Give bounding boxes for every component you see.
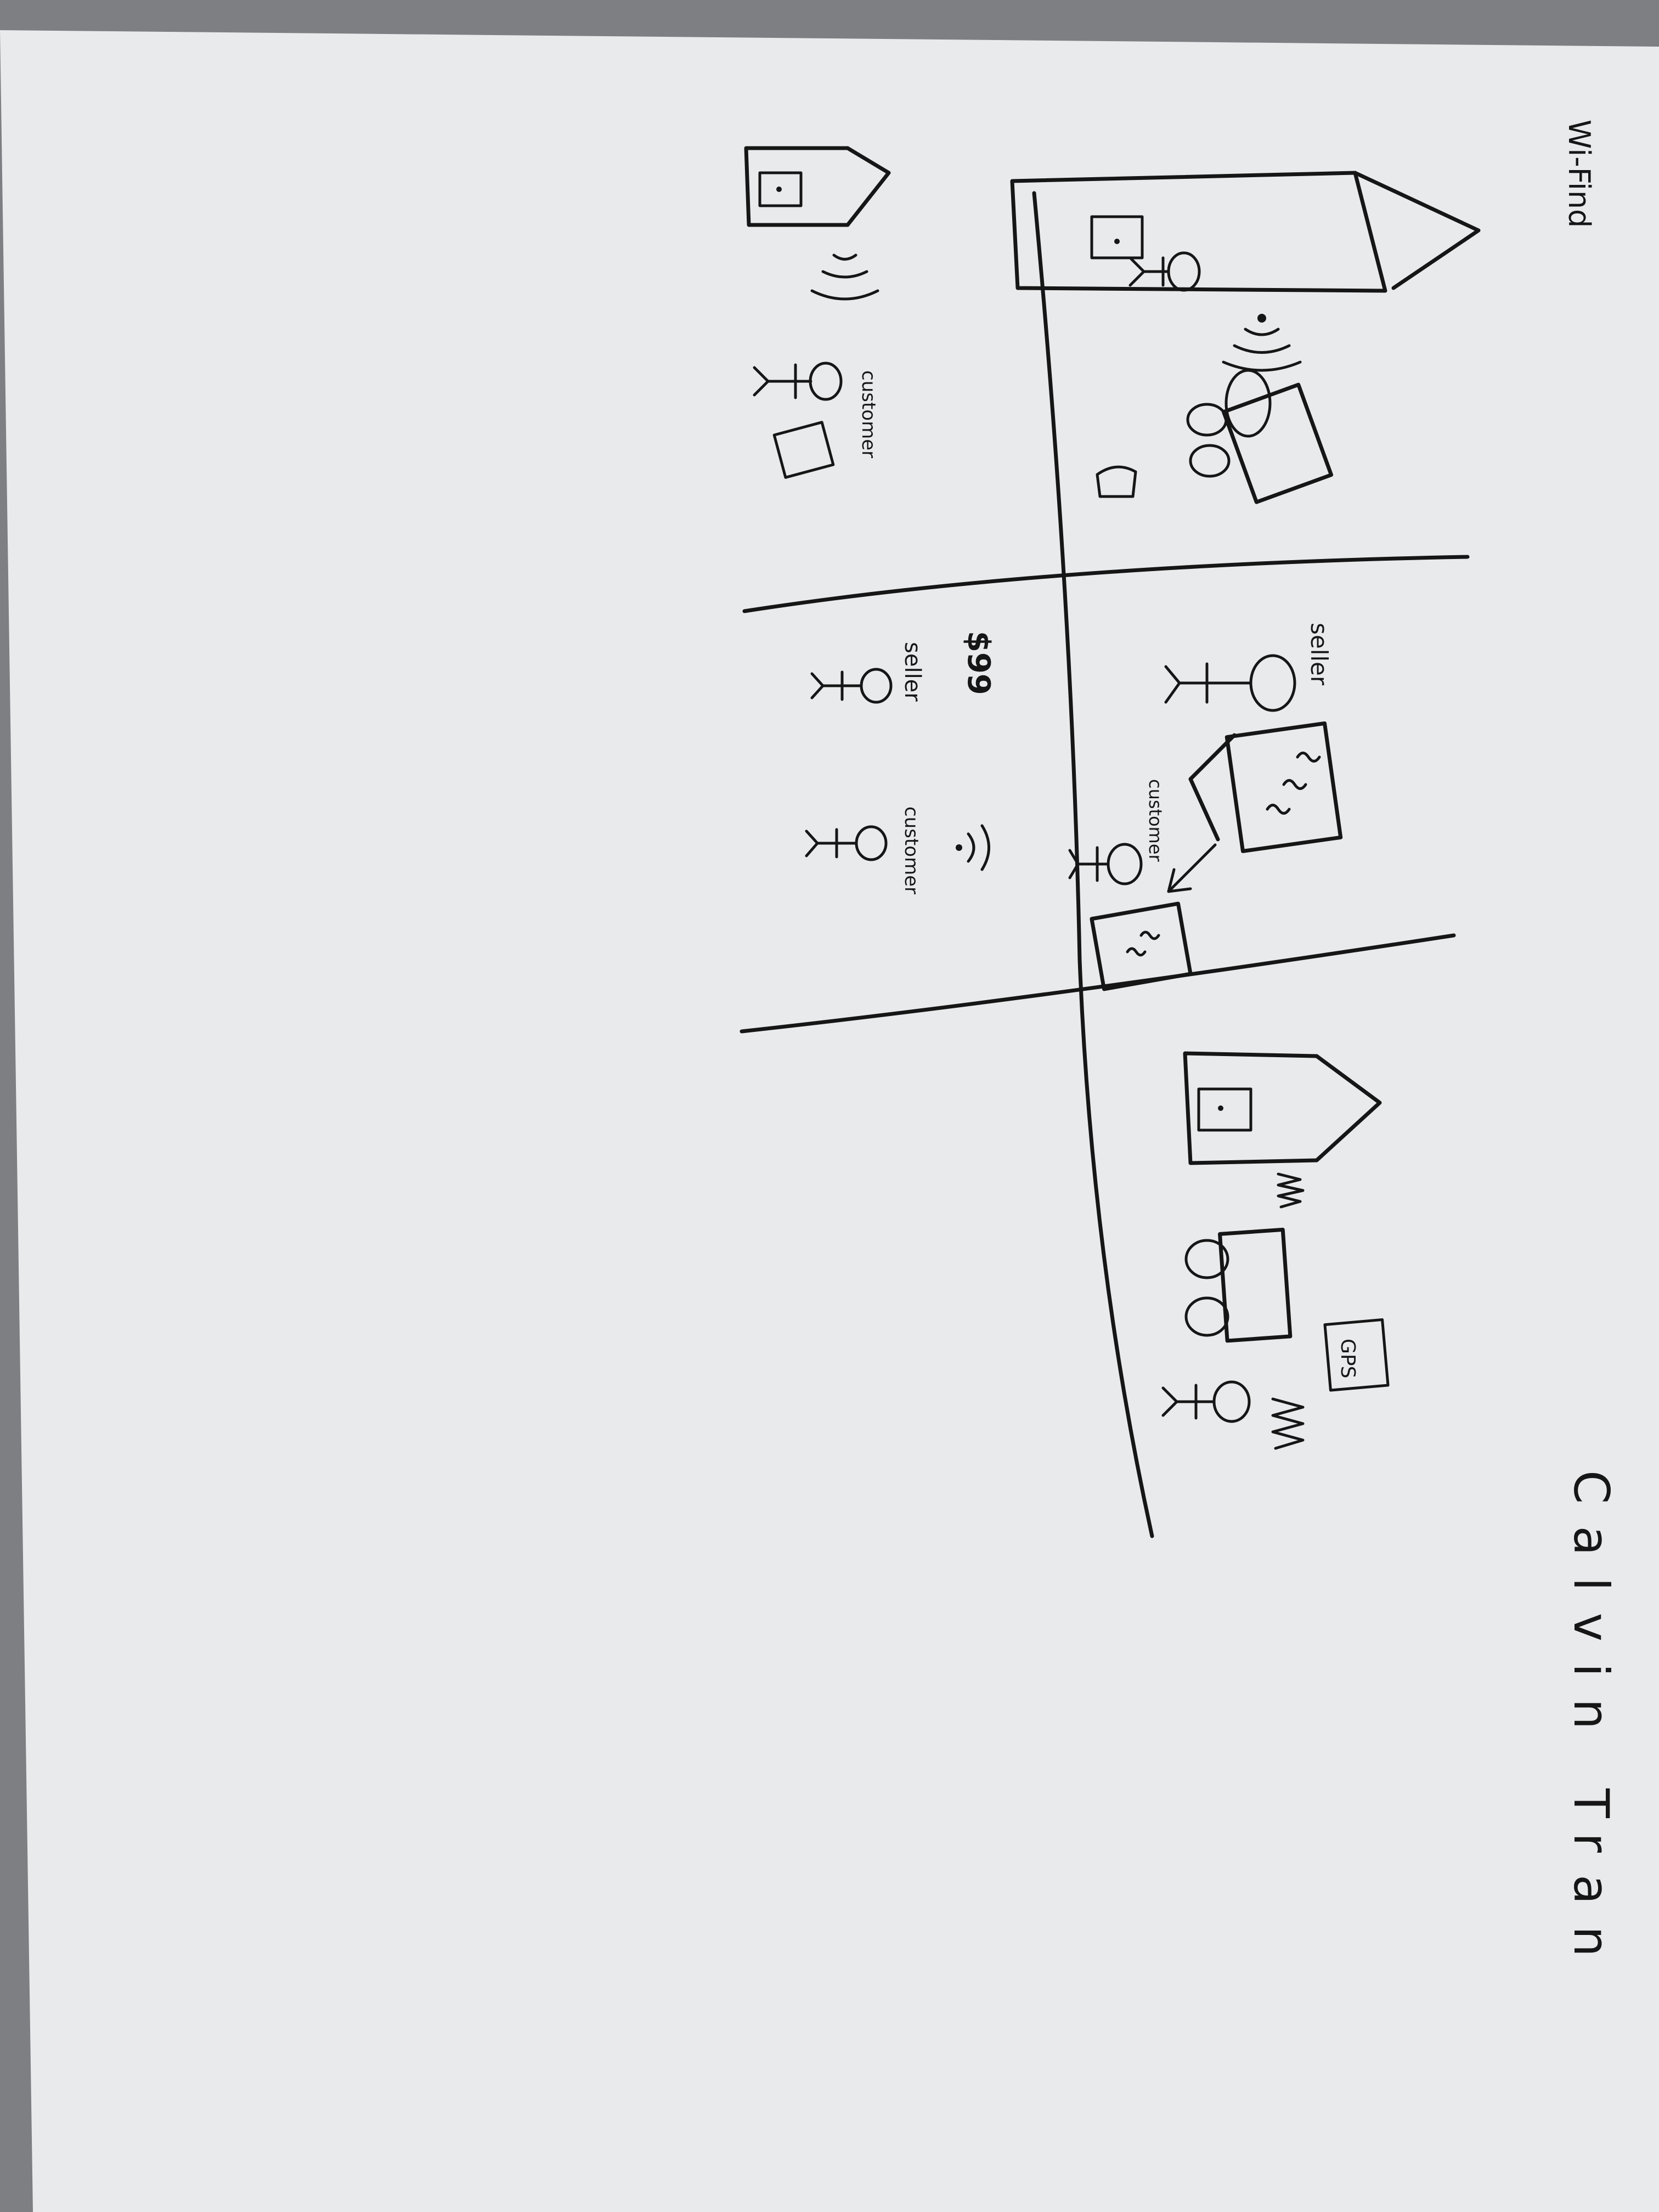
laptop-icon-large xyxy=(1188,721,1343,854)
wifi-signal-icon xyxy=(1222,314,1302,372)
customer-figure-laptop xyxy=(1068,843,1193,991)
divider-horizontal-2 xyxy=(740,933,1456,1034)
table-with-people-icon xyxy=(1186,369,1334,504)
label-customer-laptop: customer xyxy=(1145,779,1166,862)
author-name: Calvin Tran xyxy=(1563,1470,1620,1979)
label-customer-1: customer xyxy=(857,370,879,458)
house-icon xyxy=(1010,171,1481,293)
paper-sheet xyxy=(0,30,1659,2212)
divider-vertical xyxy=(1032,191,1154,1538)
panel-2: seller customer $99 seller xyxy=(805,623,1343,991)
panel-dividers xyxy=(740,191,1470,1538)
panel-3: GPS xyxy=(1161,1051,1390,1450)
small-house-icon xyxy=(744,146,891,227)
person-icon xyxy=(1128,251,1201,292)
table-with-people-icon-3 xyxy=(1184,1227,1293,1343)
customer-figure xyxy=(753,362,843,479)
gps-label: GPS xyxy=(1336,1339,1359,1378)
label-price: $99 xyxy=(961,631,996,695)
wifi-icon-small xyxy=(956,824,990,871)
house-icon-3 xyxy=(1183,1051,1382,1165)
person-icon-3 xyxy=(1161,1380,1251,1423)
cup-icon xyxy=(1096,465,1137,498)
divider-horizontal-1 xyxy=(742,555,1470,613)
sketch-title: Wi-Find xyxy=(1562,120,1596,228)
connection-arrow xyxy=(1167,843,1217,893)
scribble-mark xyxy=(1277,1172,1305,1209)
label-seller-bottom: seller xyxy=(900,642,925,702)
gps-badge: GPS xyxy=(1323,1318,1390,1392)
customer-figure-bottom xyxy=(805,825,888,861)
seller-figure-top xyxy=(1164,654,1296,712)
label-seller-top: seller xyxy=(1306,623,1333,686)
seller-figure-bottom xyxy=(810,668,893,704)
label-customer-bottom: customer xyxy=(900,806,922,894)
wifi-signal-icon-2 xyxy=(810,253,879,301)
scribble-mark-2 xyxy=(1271,1397,1305,1450)
panel-1: customer xyxy=(744,146,1481,504)
